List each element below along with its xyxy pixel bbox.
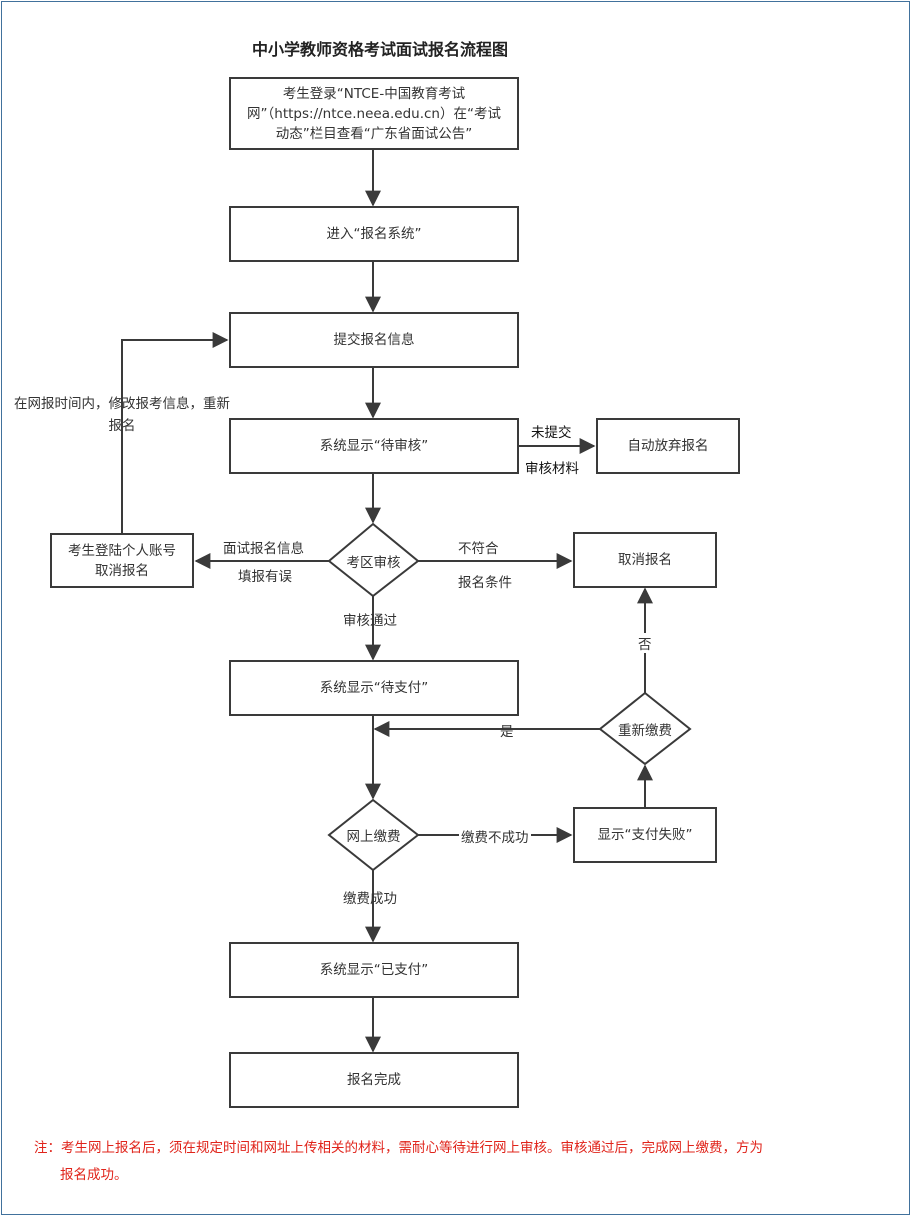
page-title: 中小学教师资格考试面试报名流程图 bbox=[251, 40, 508, 59]
node-cancel-registration: 取消报名 bbox=[573, 532, 717, 588]
footnote-line-1: 注：考生网上报名后，须在规定时间和网址上传相关的材料，需耐心等待进行网上审核。审… bbox=[34, 1140, 763, 1156]
diamond-district-review-label: 考区审核 bbox=[346, 555, 401, 571]
edge-label-not-submitted-2: 审核材料 bbox=[525, 461, 579, 477]
edge-label-payment-unsuccessful: 缴费不成功 bbox=[459, 826, 531, 846]
diamond-district-review bbox=[327, 522, 420, 598]
node-login: 考生登录“NTCE-中国教育考试网”（https://ntce.neea.edu… bbox=[229, 77, 519, 150]
node-payment-failed: 显示“支付失败” bbox=[573, 807, 717, 863]
edge-label-info-error-2: 填报有误 bbox=[238, 569, 292, 585]
edge-label-review-passed: 审核通过 bbox=[343, 613, 397, 629]
edge-label-yes: 是 bbox=[500, 724, 514, 740]
edge-label-info-error-1: 面试报名信息 bbox=[223, 541, 304, 557]
edge-label-modify-info: 在网报时间内，修改报考信息，重新报名 bbox=[14, 396, 230, 434]
node-auto-abandon: 自动放弃报名 bbox=[596, 418, 740, 474]
diamond-repay-label: 重新缴费 bbox=[618, 723, 672, 739]
node-enter-system: 进入“报名系统” bbox=[229, 206, 519, 262]
arrow-loop-to-submit bbox=[121, 332, 229, 533]
node-cancel-account: 考生登陆个人账号取消报名 bbox=[50, 533, 194, 588]
edge-label-not-submitted-1: 未提交 bbox=[531, 425, 572, 441]
edge-label-not-qualified-2: 报名条件 bbox=[458, 575, 512, 591]
diamond-online-payment bbox=[327, 798, 420, 872]
node-pending-review: 系统显示“待审核” bbox=[229, 418, 519, 474]
edge-label-not-qualified-1: 不符合 bbox=[458, 541, 499, 557]
edge-label-no: 否 bbox=[638, 633, 652, 653]
edge-label-payment-success: 缴费成功 bbox=[343, 891, 397, 907]
footnote-line-2: 报名成功。 bbox=[60, 1167, 128, 1183]
node-complete: 报名完成 bbox=[229, 1052, 519, 1108]
diamond-online-payment-label: 网上缴费 bbox=[346, 829, 401, 845]
node-paid: 系统显示“已支付” bbox=[229, 942, 519, 998]
node-submit-info: 提交报名信息 bbox=[229, 312, 519, 368]
footnote: 注：考生网上报名后，须在规定时间和网址上传相关的材料，需耐心等待进行网上审核。审… bbox=[34, 1135, 874, 1189]
diamond-repay bbox=[598, 691, 692, 766]
node-pending-payment: 系统显示“待支付” bbox=[229, 660, 519, 716]
